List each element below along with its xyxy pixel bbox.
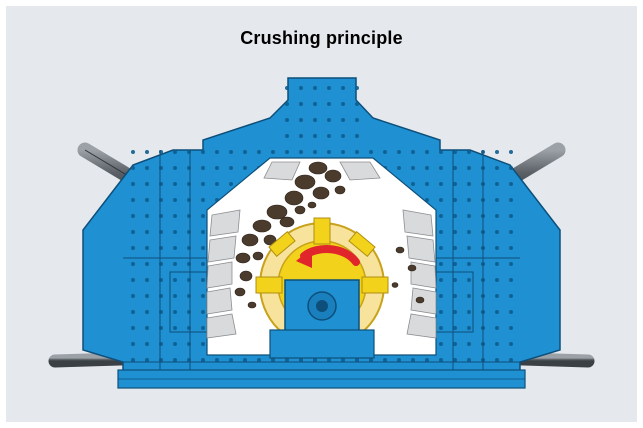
rotation-arrow-icon bbox=[296, 245, 360, 268]
left-impact-apron bbox=[206, 209, 241, 339]
rock-material bbox=[234, 161, 425, 309]
rotor-bearing-housing bbox=[269, 279, 375, 359]
diagram-title: Crushing principle bbox=[240, 28, 403, 48]
base-frame bbox=[117, 369, 526, 389]
